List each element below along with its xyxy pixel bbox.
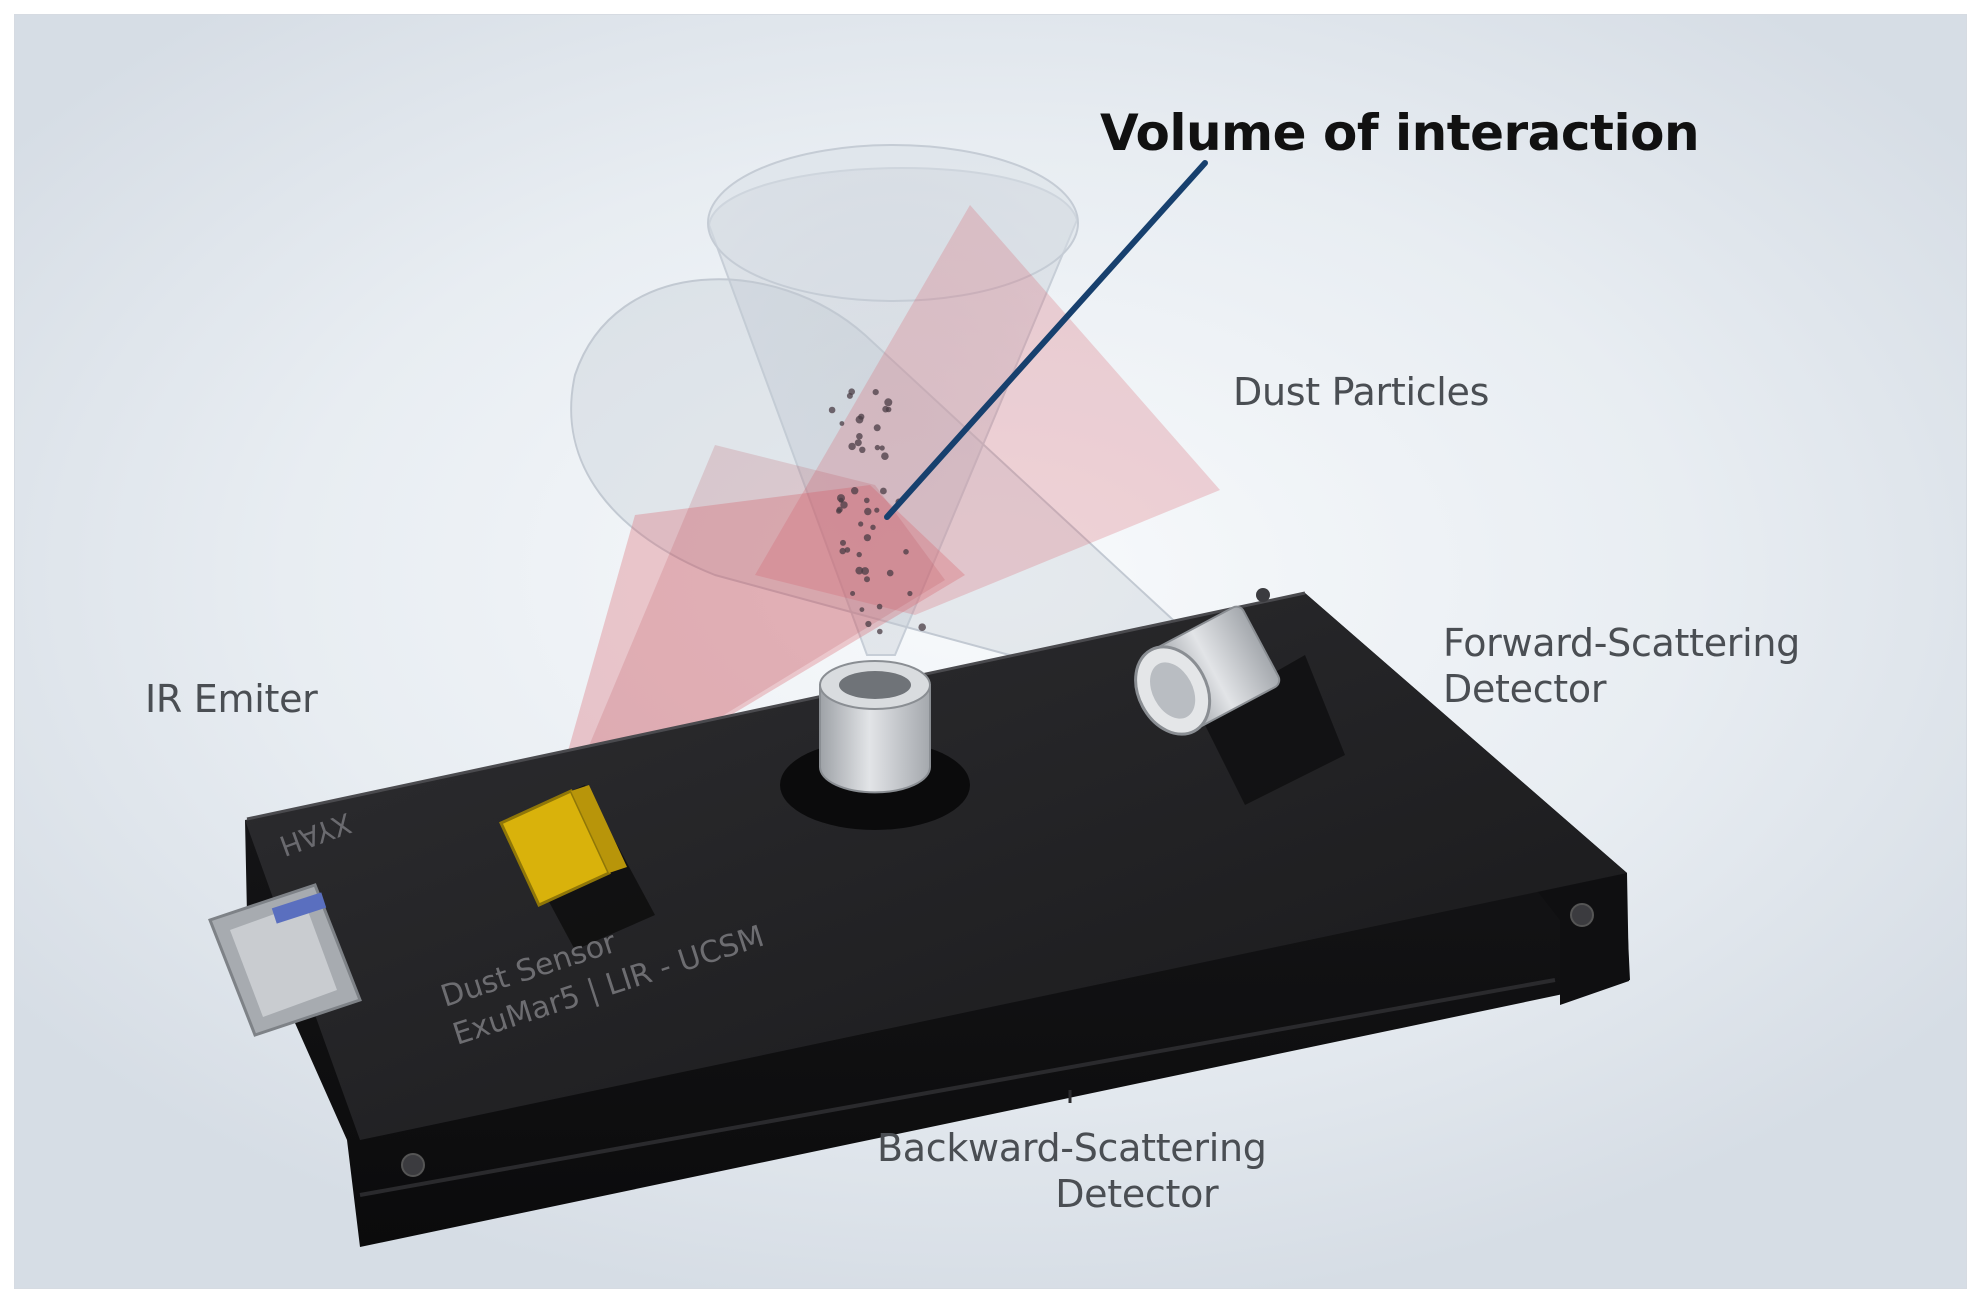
dust-particle — [861, 567, 869, 575]
connector-label — [271, 892, 327, 924]
dust-particle — [884, 398, 893, 407]
dust-particle — [851, 487, 859, 495]
dust-particle — [858, 413, 865, 420]
forward-scattering-detector-label: Forward-Scattering Detector — [1443, 620, 1800, 712]
forward-detector — [1134, 605, 1345, 805]
dust-particle — [881, 452, 889, 461]
backward-label-line-2: Detector — [1055, 1172, 1219, 1216]
dust-particle — [886, 569, 894, 577]
dust-particle — [858, 521, 864, 527]
dust-sensor-figure: XYAH Dust Sensor ExuMar5 | LIR - UCSM Vo… — [14, 14, 1967, 1289]
sensor-illustration: XYAH Dust Sensor ExuMar5 | LIR - UCSM — [208, 144, 1630, 1247]
dust-particle — [877, 628, 883, 635]
dust-particles — [828, 388, 926, 635]
dust-particle — [918, 623, 926, 631]
forward-detector-shadow — [1200, 655, 1345, 805]
device-edge-highlight — [246, 591, 1306, 821]
dust-particle — [836, 506, 843, 513]
dust-particle — [859, 607, 865, 612]
forward-detector-aperture — [1150, 662, 1196, 719]
mounting-hole — [1256, 588, 1270, 602]
dust-particle — [903, 549, 909, 555]
dust-particle — [855, 566, 864, 575]
ir-emitter-label: IR Emiter — [145, 677, 318, 721]
dust-particle — [828, 406, 836, 414]
dust-particle — [872, 389, 879, 396]
dust-particle — [856, 433, 863, 440]
backward-scattering-detector-label: Backward-Scattering Detector — [877, 1125, 1267, 1217]
ir-beam-core — [560, 445, 945, 815]
detector-aperture — [839, 671, 911, 699]
dust-particle — [839, 547, 846, 555]
dust-particle — [840, 539, 846, 546]
dust-particle — [874, 444, 881, 451]
emitter-face — [571, 785, 627, 873]
dust-particle — [844, 547, 851, 553]
serial-connector — [208, 883, 362, 1037]
detector-cylinder — [819, 684, 931, 794]
dust-particle — [880, 487, 887, 495]
dust-particle — [848, 388, 855, 396]
dust-particle — [856, 551, 862, 558]
dust-particle — [879, 445, 885, 451]
dust-particle — [864, 497, 870, 504]
dust-particle — [864, 576, 870, 583]
forward-label-line-2: Detector — [1443, 667, 1607, 711]
vertical-cone-top — [707, 144, 1079, 302]
dust-particle — [839, 421, 845, 426]
dust-particle — [874, 507, 880, 513]
dust-particle — [837, 494, 845, 503]
dust-particle — [840, 501, 848, 509]
forward-view-cone — [570, 278, 1267, 717]
dust-particle — [907, 590, 913, 597]
dust-particle — [854, 439, 862, 447]
dust-particle — [865, 620, 872, 628]
forward-label-line-1: Forward-Scattering — [1443, 621, 1800, 665]
dust-particle — [848, 442, 856, 451]
ir-emitter-block — [499, 785, 655, 950]
dust-particle — [864, 507, 872, 516]
connector-plate — [230, 903, 337, 1017]
mounting-hole — [1570, 903, 1594, 927]
device-bottom-rail — [359, 978, 1556, 1197]
dust-particle — [859, 446, 866, 453]
dust-particle — [876, 603, 883, 610]
dust-particle — [885, 406, 892, 413]
dust-particle — [863, 534, 872, 542]
detector-view-cones — [570, 144, 1267, 717]
volume-of-interaction-label: Volume of interaction — [1100, 104, 1700, 162]
dust-particle — [850, 591, 856, 596]
backward-detector — [780, 660, 1072, 1103]
pointer-line — [884, 160, 1208, 520]
dust-particle — [873, 424, 881, 432]
dust-particles-label: Dust Particles — [1233, 370, 1490, 414]
dust-particle — [870, 524, 876, 530]
mounting-hole — [401, 1153, 425, 1177]
backward-label-line-1: Backward-Scattering — [877, 1126, 1267, 1170]
